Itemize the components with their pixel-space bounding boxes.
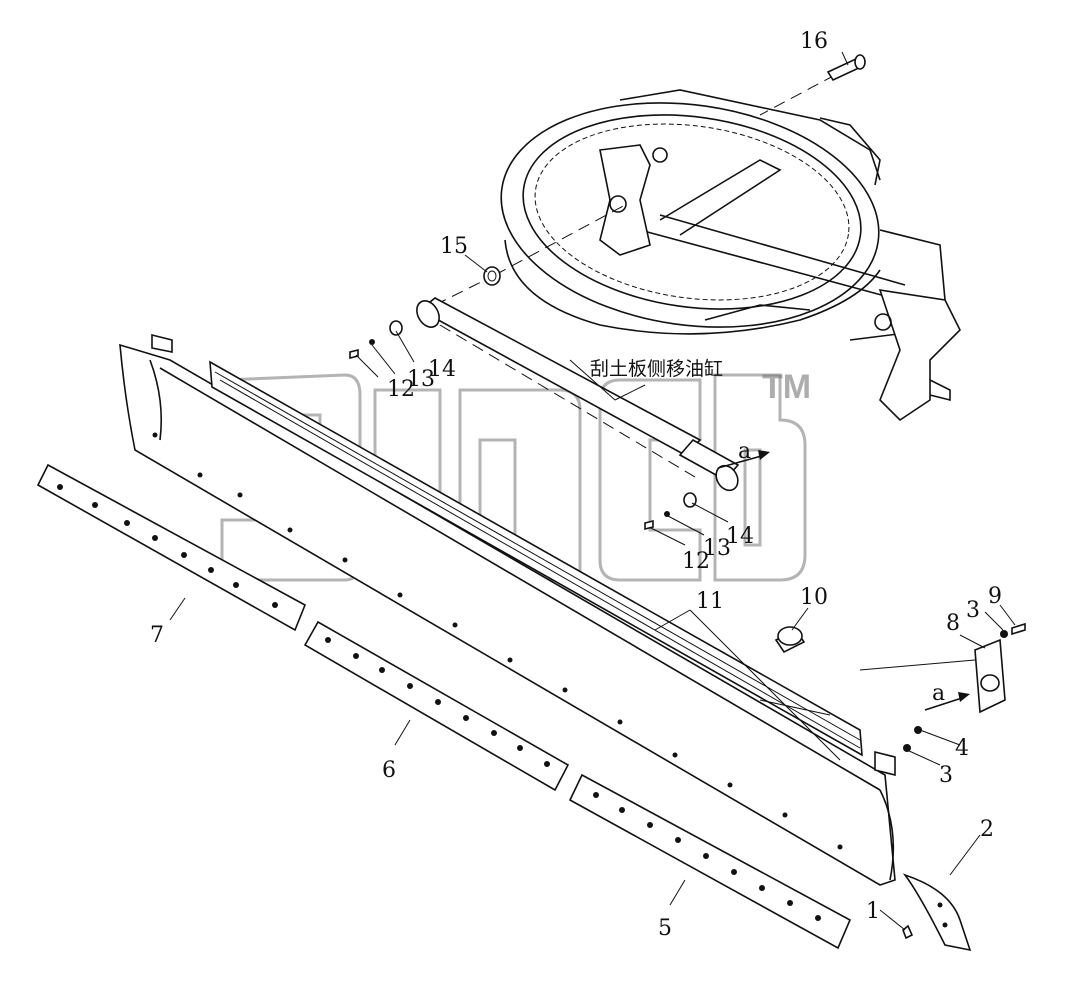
mounting-plate [774,626,1006,714]
part-label-5: 5 [658,916,672,941]
direction-arrows: a a [717,439,970,711]
circle-drawbar-assembly [500,89,961,422]
side-shift-cylinder [416,54,866,492]
part-label-15: 15 [440,234,468,259]
part-label-9: 9 [988,584,1002,609]
cutting-edges [36,463,972,952]
cylinder-caption: 刮土板侧移油缸 [590,358,723,380]
part-label-13-bottom: 13 [703,536,731,561]
part-label-6: 6 [382,758,396,783]
part-label-3-upper: 3 [966,598,980,623]
part-label-10: 10 [800,585,828,610]
watermark-tm: TM [762,368,811,406]
part-label-16: 16 [800,29,828,54]
part-label-13-top: 13 [407,367,435,392]
bolt-holes [57,432,948,928]
part-label-14-bottom: 14 [726,524,754,549]
arrow-label-a-right: a [932,681,945,706]
part-label-8: 8 [946,611,960,636]
part-labels: 1 2 3 3 4 5 6 7 8 9 10 11 12 12 13 13 14… [150,29,1002,941]
part-label-7: 7 [150,623,164,648]
arrow-label-a-top: a [738,439,751,464]
part-label-12-bottom: 12 [682,549,710,574]
part-label-11: 11 [696,589,724,614]
part-label-2: 2 [980,817,994,842]
part-label-14-top: 14 [428,357,456,382]
part-label-12-top: 12 [387,377,415,402]
moldboard [119,333,896,886]
part-label-1: 1 [866,899,880,924]
leader-lines [169,51,1016,931]
part-label-4: 4 [955,736,969,761]
part-label-3-lower: 3 [939,763,953,788]
